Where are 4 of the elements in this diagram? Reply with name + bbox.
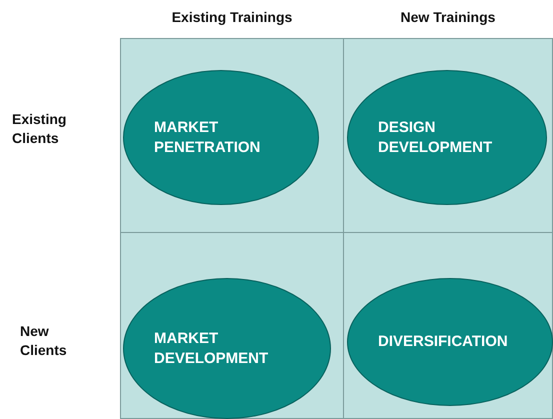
row-header: Existing Clients: [12, 110, 68, 148]
row-header: New Clients: [20, 322, 68, 360]
column-header: New Trainings: [400, 8, 496, 27]
column-header: Existing Trainings: [170, 8, 294, 27]
